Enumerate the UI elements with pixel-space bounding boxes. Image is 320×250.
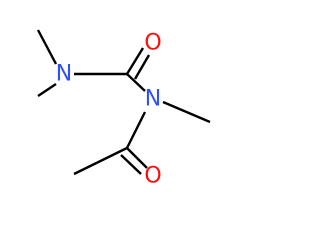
bond-c1-o1-b xyxy=(133,54,151,80)
bond-c2-o2-a xyxy=(126,147,148,169)
bond-c1-n2 xyxy=(126,73,146,92)
atom-oxygen-1: O xyxy=(144,31,161,56)
atom-nitrogen-2: N xyxy=(145,87,161,112)
atom-nitrogen-1: N xyxy=(56,62,72,87)
structure-diagram: N N O O xyxy=(36,29,211,189)
bond-group xyxy=(36,29,211,176)
bond-c1-o1-a xyxy=(125,47,145,75)
molecule-drawing: N N O O xyxy=(36,29,211,189)
bond-c2-methyl4 xyxy=(73,146,128,176)
bond-methyl2-n1 xyxy=(37,83,57,97)
atom-oxygen-2: O xyxy=(144,164,161,189)
atom-labels: N N O O xyxy=(56,31,162,189)
bond-n2-methyl3 xyxy=(162,100,211,124)
bond-methyl1-n1 xyxy=(36,29,58,65)
bond-n2-c2 xyxy=(125,111,147,149)
bond-c2-o2-b xyxy=(120,154,142,175)
